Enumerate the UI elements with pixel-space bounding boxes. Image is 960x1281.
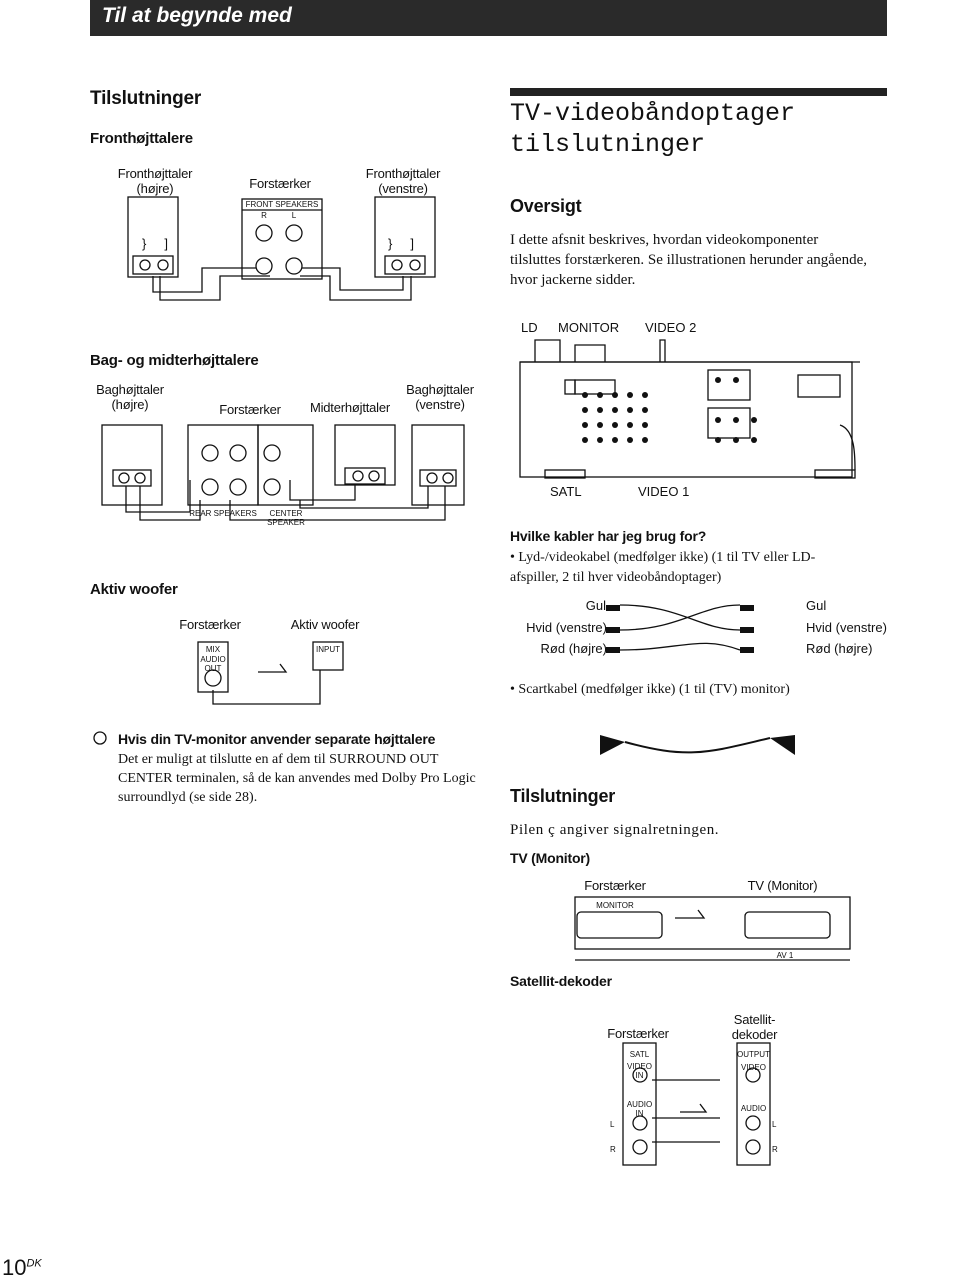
page-suffix: DK (26, 1257, 42, 1270)
plug-label-yellow-left: Gul (585, 598, 606, 613)
input-label: INPUT (316, 645, 340, 654)
panel-label-video2: VIDEO 2 (645, 320, 697, 335)
tv-monitor-label: TV (Monitor) (747, 878, 818, 893)
header-title: Til at begynde med (102, 4, 292, 27)
front-amplifier-label: Forstærker (249, 176, 311, 191)
panel-label-monitor: MONITOR (558, 320, 620, 335)
plug-label-white-left: Hvid (venstre) (526, 620, 607, 635)
tip-title: Hvis din TV-monitor anvender separate hø… (118, 731, 436, 747)
center-speaker-panel-label: CENTER SPEAKER (267, 509, 305, 527)
right-title: TV-videobåndoptager tilslutninger (510, 99, 796, 159)
cable-item-1-text: Lyd-/videokabel (medfølger ikke) (1 til … (510, 550, 816, 585)
front-amp-panel (241, 198, 323, 280)
front-left-terminal-marks: } ] (388, 236, 415, 251)
sat-r-left: R (610, 1145, 616, 1154)
connections-heading: Tilslutninger (510, 786, 616, 806)
audio-out-label: AUDIO OUT (200, 655, 226, 673)
plug-label-red-right: Rød (højre) (806, 641, 873, 656)
sat-decoder-label: Satellit- dekoder (731, 1012, 778, 1042)
rear-amp-panel (187, 424, 259, 506)
overview-text: I dette afsnit beskrives, hvordan videok… (510, 232, 867, 288)
plug-label-white-right: Hvid (venstre) (806, 620, 887, 635)
page-number-value: 10 (2, 1255, 27, 1280)
right-title-rule (510, 88, 887, 96)
front-right-speaker-label: Fronthøjttaler (højre) (117, 166, 193, 196)
page-number: 10DK (2, 1255, 42, 1281)
front-speakers-panel-label: FRONT SPEAKERS (245, 200, 319, 209)
av1-jack-label: AV 1 (776, 951, 794, 960)
cable-item-2-text: Scartkabel (medfølger ikke) (1 til (TV) … (518, 682, 790, 697)
panel-label-video1: VIDEO 1 (638, 484, 690, 499)
sat-l-left: L (610, 1120, 615, 1129)
plug-label-red-left: Rød (højre) (540, 641, 607, 656)
front-r-label: R (261, 211, 267, 220)
cables-heading: Hvilke kabler har jeg brug for? (510, 528, 707, 544)
audio-in-label: AUDIO IN (626, 1100, 653, 1118)
plug-label-yellow-right: Gul (806, 598, 827, 613)
signal-text: Pilen ç angiver signalretningen. (510, 822, 720, 838)
front-left-speaker-label: Fronthøjttaler (venstre) (365, 166, 441, 196)
rear-speakers-panel-label: REAR SPEAKERS (189, 509, 257, 518)
cable-item-2: • Scartkabel (medfølger ikke) (1 til (TV… (510, 680, 870, 700)
cable-item-1: • Lyd-/videokabel (medfølger ikke) (1 ti… (510, 548, 860, 588)
header-bar (90, 0, 887, 36)
woofer-heading: Aktiv woofer (90, 581, 178, 598)
rear-amplifier-label: Forstærker (219, 402, 281, 417)
front-speakers-heading: Fronthøjttalere (90, 130, 193, 147)
sat-l-right: L (772, 1120, 777, 1129)
output-jack-label: OUTPUT (737, 1050, 770, 1059)
video-out-label: VIDEO (741, 1063, 766, 1072)
active-woofer-label: Aktiv woofer (290, 617, 360, 632)
bullet: • (510, 682, 519, 697)
rear-right-speaker-label: Baghøjttaler (højre) (96, 382, 164, 412)
receiver-panel (519, 361, 853, 478)
center-amp-panel (257, 424, 314, 506)
bullet: • (510, 550, 519, 565)
mix-label: MIX (205, 645, 221, 654)
front-l-label: L (291, 211, 297, 220)
tv-amplifier-label: Forstærker (584, 878, 646, 893)
rear-center-heading: Bag- og midterhøjttalere (90, 352, 259, 369)
woofer-amplifier-label: Forstærker (179, 617, 241, 632)
overview-heading: Oversigt (510, 196, 582, 216)
section-title-connections: Tilslutninger (90, 88, 202, 109)
video-in-label: VIDEO IN (627, 1062, 652, 1080)
monitor-jack-label: MONITOR (596, 901, 634, 910)
sat-r-right: R (772, 1145, 778, 1154)
audio-out-right-label: AUDIO (740, 1104, 767, 1113)
front-left-speaker-box (374, 196, 436, 278)
satl-jack-label: SATL (629, 1050, 650, 1059)
center-speaker-label: Midterhøjttaler (309, 400, 391, 415)
front-right-terminal-marks: } ] (142, 236, 169, 251)
panel-label-satl: SATL (550, 484, 582, 499)
satellite-heading: Satellit-dekoder (510, 973, 612, 989)
sat-amplifier-label: Forstærker (607, 1026, 669, 1041)
tv-monitor-heading: TV (Monitor) (510, 850, 591, 866)
panel-label-ld: LD (521, 320, 538, 335)
tip-text: Det er muligt at tilslutte en af dem til… (118, 752, 476, 805)
rear-left-speaker-label: Baghøjttaler (venstre) (406, 382, 474, 412)
